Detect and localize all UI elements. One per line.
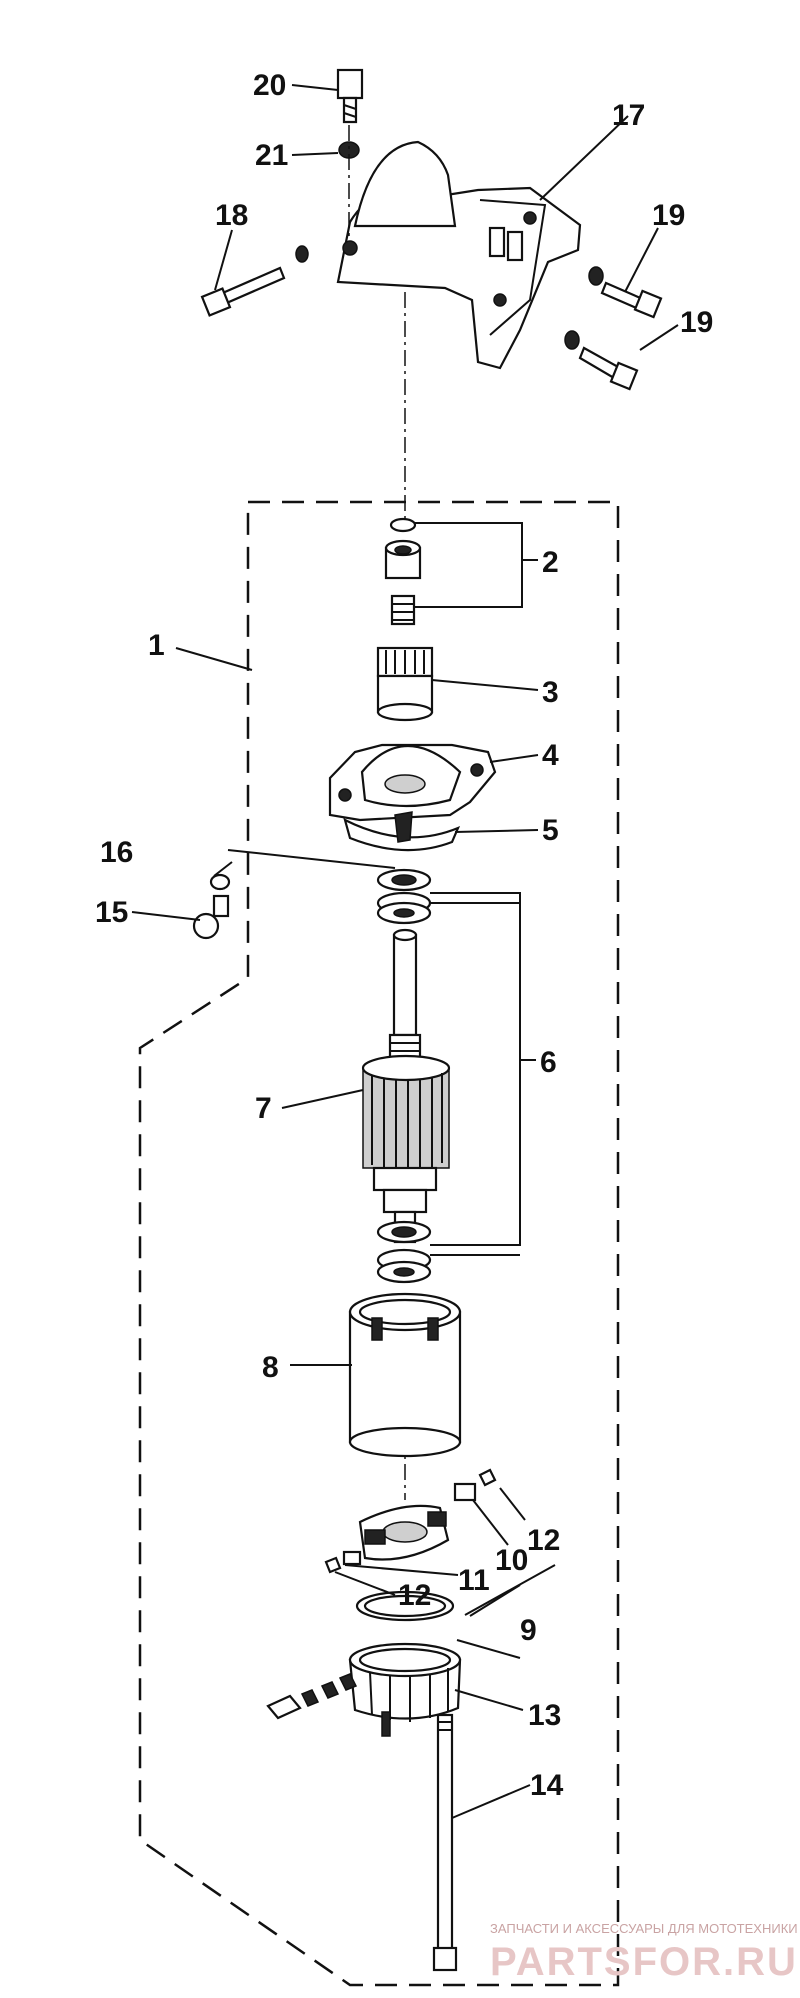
- callout-14: 14: [530, 1769, 564, 1802]
- armature: [361, 928, 451, 1244]
- callout-18: 18: [215, 199, 248, 232]
- bolt-19-lower: [564, 330, 639, 391]
- watermark-brand: PARTSFOR.RU: [490, 1940, 798, 1984]
- drive-pinion: [376, 646, 434, 722]
- drive-spring: [390, 594, 416, 626]
- callout-17: 17: [612, 99, 645, 132]
- callout-21: 21: [255, 139, 288, 172]
- spring-clip-12-lower: [324, 1556, 342, 1574]
- callout-9: 9: [520, 1614, 537, 1647]
- watermark-caption: ЗАПЧАСТИ И АКСЕССУАРЫ ДЛЯ МОТОТЕХНИКИ: [490, 1921, 798, 1936]
- callout-6: 6: [540, 1046, 557, 1079]
- field-frame: [348, 1292, 462, 1458]
- callout-19-upper: 19: [652, 199, 685, 232]
- seal: [343, 811, 461, 852]
- callout-12-lower: 12: [398, 1579, 431, 1612]
- drive-collar: [384, 539, 422, 580]
- commutator-end-cap: [266, 1590, 462, 1737]
- callout-13: 13: [528, 1699, 561, 1732]
- callout-16: 16: [100, 836, 133, 869]
- callout-7: 7: [255, 1092, 272, 1125]
- spring-clip-12-upper: [478, 1468, 497, 1487]
- brush-plate: [358, 1504, 450, 1561]
- through-bolt: [432, 1713, 458, 1972]
- callout-19-lower: 19: [680, 306, 713, 339]
- assembly-boundary: [138, 500, 620, 1987]
- callouts: 20 21 18 17 19 19 2 1 3 4 5 16 15 6 7 8 …: [95, 69, 713, 1802]
- bolt-18: [200, 245, 309, 317]
- screw-15: [192, 894, 230, 940]
- callout-8: 8: [262, 1351, 279, 1384]
- callout-15: 15: [95, 896, 128, 929]
- washer-16: [209, 873, 231, 891]
- callout-5: 5: [542, 814, 559, 847]
- mounting-bracket: [336, 140, 582, 370]
- thrust-washers-bottom: [376, 1220, 432, 1284]
- callout-12-upper: 12: [527, 1524, 560, 1557]
- thrust-washers-top: [376, 868, 432, 925]
- retaining-ring: [389, 517, 417, 533]
- brush-10: [453, 1482, 477, 1502]
- leader-lines: [131, 84, 679, 1819]
- callout-10: 10: [495, 1544, 528, 1577]
- callout-2: 2: [542, 546, 559, 579]
- bolt-19-upper: [588, 266, 663, 319]
- drive-end-housing: [328, 743, 497, 822]
- watermark: ЗАПЧАСТИ И АКСЕССУАРЫ ДЛЯ МОТОТЕХНИКИ PA…: [490, 1921, 798, 1984]
- callout-11: 11: [458, 1564, 490, 1597]
- callout-3: 3: [542, 676, 559, 709]
- callout-4: 4: [542, 739, 559, 772]
- callout-1: 1: [148, 629, 165, 662]
- callout-20: 20: [253, 69, 286, 102]
- bolt-20: [336, 68, 364, 124]
